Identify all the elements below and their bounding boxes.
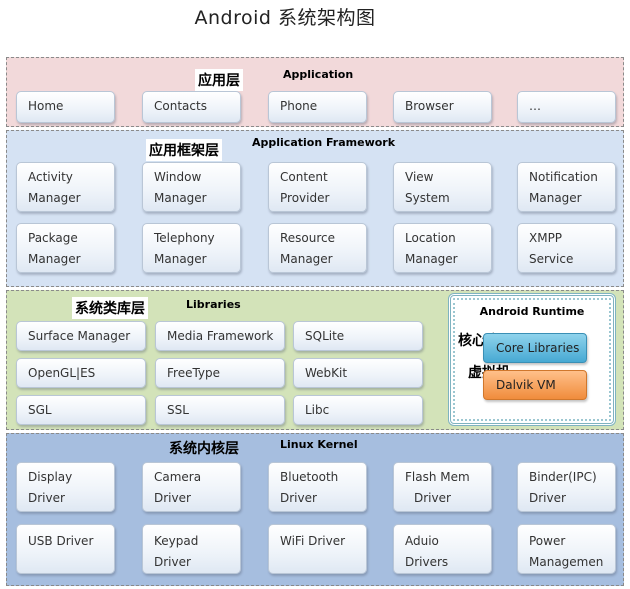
lib-box-sqlite: SQLite bbox=[293, 321, 423, 351]
kernel-box-line1: Aduio bbox=[405, 534, 439, 548]
app-box-label: … bbox=[529, 99, 541, 113]
libraries-layer-zh-label: 系统类库层 bbox=[72, 297, 148, 319]
lib-box-label: OpenGL|ES bbox=[28, 366, 96, 380]
kernel-box-line1: Display bbox=[28, 470, 73, 484]
fw-box-line1: Content bbox=[280, 170, 328, 184]
kernel-box-binder-ipc-driver: Binder(IPC) Driver bbox=[517, 462, 616, 512]
fw-box-line2: Provider bbox=[280, 191, 330, 205]
kernel-layer-en-label: Linux Kernel bbox=[280, 438, 358, 451]
fw-box-xmpp-service: XMPP Service bbox=[517, 223, 616, 273]
app-box-label: Phone bbox=[280, 99, 318, 113]
kernel-box-line2: Driver bbox=[28, 491, 65, 505]
fw-box-line2: Manager bbox=[405, 252, 458, 266]
fw-box-line2: Manager bbox=[154, 252, 207, 266]
fw-box-line2: Manager bbox=[154, 191, 207, 205]
lib-box-label: Media Framework bbox=[167, 329, 274, 343]
kernel-box-line1: Power bbox=[529, 534, 566, 548]
app-box-home: Home bbox=[16, 91, 115, 123]
fw-box-line2: Manager bbox=[529, 191, 582, 205]
kernel-box-wifi-driver: WiFi Driver bbox=[268, 524, 367, 574]
fw-box-line2: Service bbox=[529, 252, 574, 266]
app-box-contacts: Contacts bbox=[142, 91, 241, 123]
fw-box-line1: Telephony bbox=[154, 231, 215, 245]
fw-box-line1: XMPP bbox=[529, 231, 563, 245]
app-box-browser: Browser bbox=[393, 91, 492, 123]
fw-box-line2: System bbox=[405, 191, 450, 205]
lib-box-surface-manager: Surface Manager bbox=[16, 321, 146, 351]
lib-box-label: FreeType bbox=[167, 366, 221, 380]
framework-layer-en-label: Application Framework bbox=[252, 136, 396, 149]
kernel-box-usb-driver: USB Driver bbox=[16, 524, 115, 574]
kernel-box-line1: Camera bbox=[154, 470, 202, 484]
lib-box-sgl: SGL bbox=[16, 395, 146, 425]
lib-box-label: WebKit bbox=[305, 366, 348, 380]
lib-box-label: Surface Manager bbox=[28, 329, 131, 343]
kernel-box-line2: Driver bbox=[529, 491, 566, 505]
fw-box-line1: Location bbox=[405, 231, 456, 245]
libraries-layer-en-label: Libraries bbox=[186, 298, 241, 311]
lib-box-media-framework: Media Framework bbox=[155, 321, 285, 351]
kernel-box-line2: Managemen bbox=[529, 555, 604, 569]
lib-box-label: SQLite bbox=[305, 329, 345, 343]
kernel-box-line2: Driver bbox=[154, 555, 191, 569]
application-layer-en-label: Application bbox=[283, 68, 354, 81]
app-box-phone: Phone bbox=[268, 91, 367, 123]
lib-box-webkit: WebKit bbox=[293, 358, 423, 388]
dalvik-vm-box: Dalvik VM bbox=[483, 370, 587, 400]
kernel-box-label: USB Driver bbox=[28, 534, 94, 548]
lib-box-label: Libc bbox=[305, 403, 330, 417]
fw-box-line2: Manager bbox=[28, 252, 81, 266]
kernel-box-label: WiFi Driver bbox=[280, 534, 346, 548]
fw-box-line1: Notification bbox=[529, 170, 598, 184]
kernel-box-line2: Driver bbox=[154, 491, 191, 505]
app-box-label: Contacts bbox=[154, 99, 207, 113]
fw-box-line1: Resource bbox=[280, 231, 336, 245]
fw-box-line1: Window bbox=[154, 170, 202, 184]
kernel-box-line1: Bluetooth bbox=[280, 470, 339, 484]
lib-box-label: SGL bbox=[28, 403, 52, 417]
kernel-box-line2: Drivers bbox=[405, 555, 449, 569]
lib-box-ssl: SSL bbox=[155, 395, 285, 425]
kernel-box-line2: Driver bbox=[280, 491, 317, 505]
app-box-more: … bbox=[517, 91, 616, 123]
diagram-title: Android 系统架构图 bbox=[194, 7, 376, 29]
fw-box-line2: Manager bbox=[28, 191, 81, 205]
kernel-box-line1: Flash Mem bbox=[405, 470, 470, 484]
kernel-layer-zh-label: 系统内核层 bbox=[169, 441, 239, 457]
kernel-box-line1: Keypad bbox=[154, 534, 199, 548]
fw-box-line1: View bbox=[405, 170, 434, 184]
app-box-label: Home bbox=[28, 99, 64, 113]
kernel-box-line2: Driver bbox=[414, 491, 451, 505]
fw-box-line1: Package bbox=[28, 231, 78, 245]
fw-box-line1: Activity bbox=[28, 170, 73, 184]
app-box-label: Browser bbox=[405, 99, 454, 113]
framework-layer-zh-label: 应用框架层 bbox=[146, 139, 222, 161]
kernel-box-line1: Binder(IPC) bbox=[529, 470, 597, 484]
lib-box-opengl-es: OpenGL|ES bbox=[16, 358, 146, 388]
fw-box-line2: Manager bbox=[280, 252, 333, 266]
lib-box-libc: Libc bbox=[293, 395, 423, 425]
lib-box-label: SSL bbox=[167, 403, 189, 417]
lib-box-freetype: FreeType bbox=[155, 358, 285, 388]
application-layer-zh-label: 应用层 bbox=[195, 69, 243, 91]
core-libraries-box: Core Libraries bbox=[483, 333, 587, 363]
android-runtime-title: Android Runtime bbox=[479, 305, 585, 318]
